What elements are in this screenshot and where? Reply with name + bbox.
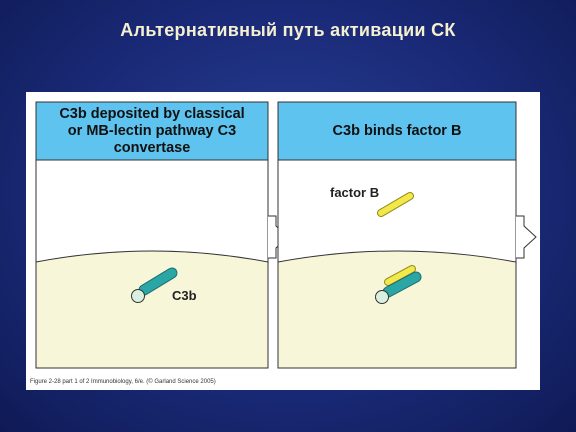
factor-b-free [377, 192, 414, 217]
panel-2-heading: C3b binds factor B [332, 122, 462, 139]
factor-b-label: factor B [330, 185, 380, 200]
panel-1 [35, 101, 269, 369]
panel-2 [277, 101, 517, 369]
slide-title: Альтернативный путь активации СК [120, 20, 456, 40]
cell-membrane-2 [277, 250, 517, 369]
figure-caption: Figure 2-28 part 1 of 2 Immunobiology, 6… [30, 379, 216, 385]
c3b-label: C3b [172, 288, 197, 303]
pathway-figure: C3b deposited by classical or MB-lectin … [26, 92, 540, 390]
panel-1-header [35, 101, 269, 161]
arrow-2 [516, 215, 537, 259]
figure-drawing [35, 101, 537, 369]
panel-2-header [277, 101, 517, 161]
c3b-factor-b-complex [375, 265, 422, 304]
cell-membrane-1 [35, 250, 269, 369]
panel-1-heading: C3b deposited by classical or MB-lectin … [59, 105, 245, 156]
c3b-molecule-1 [131, 267, 178, 303]
